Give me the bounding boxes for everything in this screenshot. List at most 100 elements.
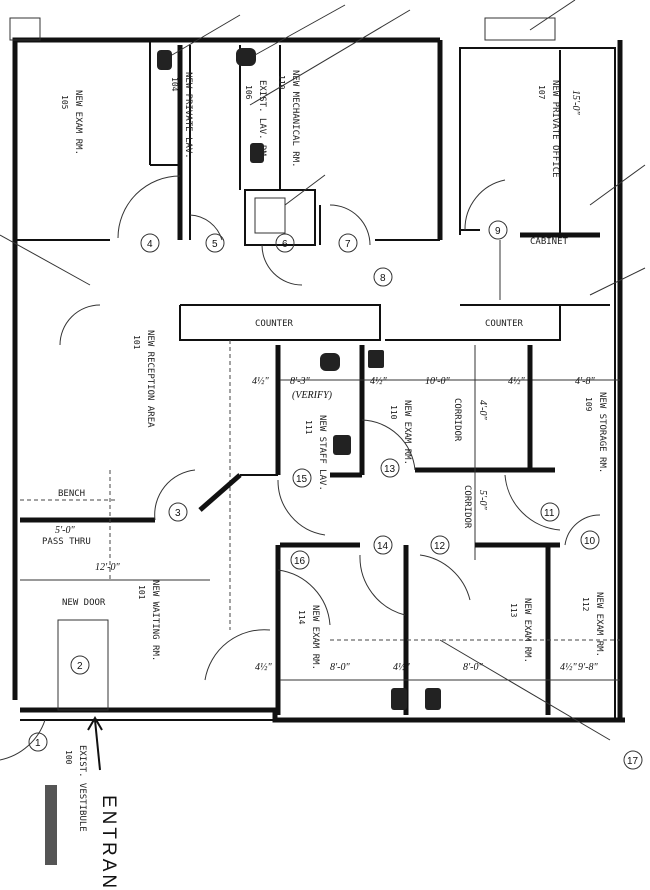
- sink-icon: [333, 435, 351, 455]
- door-tags: 1 2 3 4 5 6 7 8 9 10 11 12 13 14 15 16 1…: [28, 220, 643, 770]
- svg-text:CORRIDOR: CORRIDOR: [452, 398, 462, 442]
- middle-room-walls: [20, 340, 620, 630]
- svg-text:NEW STORAGE RM.: NEW STORAGE RM.: [597, 392, 607, 473]
- svg-text:4½": 4½": [393, 662, 411, 673]
- svg-text:110: 110: [389, 405, 398, 420]
- entrance-marker: ENTRANCE: [87, 716, 119, 890]
- door-tag: 3: [168, 502, 188, 522]
- toilet-icon: [320, 353, 340, 371]
- svg-text:112: 112: [581, 597, 590, 612]
- svg-text:16: 16: [294, 556, 306, 567]
- svg-text:100: 100: [64, 750, 73, 765]
- svg-text:NEW EXAM RM.: NEW EXAM RM.: [310, 605, 320, 670]
- toilet-icon: [157, 50, 172, 70]
- svg-text:4'-0": 4'-0": [477, 400, 488, 420]
- svg-text:EXIST. LAV. RM.: EXIST. LAV. RM.: [257, 80, 267, 161]
- room-waiting: NEW WAITING RM. 101: [137, 580, 160, 661]
- svg-text:4½": 4½": [560, 662, 578, 673]
- door-tag: 10: [580, 530, 600, 550]
- svg-text:NEW WAITING RM.: NEW WAITING RM.: [150, 580, 160, 661]
- svg-text:101: 101: [132, 335, 141, 350]
- svg-text:15: 15: [296, 474, 308, 485]
- svg-text:4½": 4½": [255, 662, 273, 673]
- room-lav-104: NEW PRIVATE LAV. 104: [170, 72, 193, 159]
- svg-text:9'-8": 9'-8": [578, 662, 598, 673]
- door-tag: 6: [275, 233, 295, 253]
- door-tag: 4: [140, 233, 160, 253]
- svg-text:104: 104: [170, 77, 179, 92]
- svg-text:15'-0": 15'-0": [570, 90, 581, 115]
- svg-text:4'-8": 4'-8": [575, 376, 595, 387]
- top-room-walls: [15, 40, 600, 300]
- door-tag: 12: [430, 535, 450, 555]
- svg-text:NEW DOOR: NEW DOOR: [62, 598, 106, 608]
- svg-text:NEW MECHANICAL RM.: NEW MECHANICAL RM.: [290, 70, 300, 168]
- room-exam-113: NEW EXAM RM. 113: [509, 598, 532, 663]
- svg-text:8'-3": 8'-3": [290, 376, 310, 387]
- dimensions: 8'-3" (VERIFY) 10'-0" 4'-8" 4½" 4½" 4½" …: [42, 237, 598, 673]
- door-tag: 5: [205, 233, 225, 253]
- door-tag: 11: [540, 502, 560, 522]
- room-staff-lav: NEW STAFF LAV. 111: [304, 415, 327, 491]
- svg-text:BENCH: BENCH: [58, 489, 85, 499]
- door-tag: 9: [488, 220, 508, 240]
- svg-text:EXIST. VESTIBULE: EXIST. VESTIBULE: [77, 745, 87, 832]
- counters: COUNTER COUNTER: [179, 304, 610, 341]
- leader-lines: [0, 0, 646, 296]
- svg-text:107: 107: [537, 85, 546, 100]
- svg-text:12: 12: [434, 541, 446, 552]
- svg-text:8'-0": 8'-0": [463, 662, 483, 673]
- room-mech-110: NEW MECHANICAL RM.110: [277, 70, 300, 168]
- svg-text:114: 114: [297, 610, 306, 625]
- svg-text:NEW EXAM RM.: NEW EXAM RM.: [73, 90, 83, 155]
- svg-text:NEW PRIVATE LAV.: NEW PRIVATE LAV.: [183, 72, 193, 159]
- door-tag: 7: [338, 233, 358, 253]
- svg-text:106: 106: [244, 85, 253, 100]
- svg-text:113: 113: [509, 603, 518, 618]
- room-lav-106: EXIST. LAV. RM. 106: [244, 80, 267, 161]
- fixtures: [45, 48, 441, 865]
- door-tag: 17: [623, 750, 643, 770]
- svg-text:4: 4: [147, 239, 153, 250]
- toilet-icon: [236, 48, 256, 66]
- svg-text:1: 1: [35, 738, 41, 749]
- svg-text:17: 17: [627, 756, 639, 767]
- svg-text:2: 2: [77, 661, 83, 672]
- door-tag: 16: [290, 550, 310, 570]
- door-tag: 13: [380, 458, 400, 478]
- svg-text:10: 10: [584, 536, 596, 547]
- bench-icon: [45, 785, 57, 865]
- sink-icon: [250, 143, 264, 163]
- svg-text:105: 105: [60, 95, 69, 110]
- svg-text:101: 101: [137, 585, 146, 600]
- svg-text:NEW STAFF LAV.: NEW STAFF LAV.: [317, 415, 327, 491]
- svg-text:CABINET: CABINET: [530, 237, 569, 247]
- svg-text:12'-0": 12'-0": [95, 562, 120, 573]
- svg-text:NEW EXAM RM.: NEW EXAM RM.: [594, 592, 604, 657]
- entrance-label: ENTRANCE: [98, 795, 119, 890]
- door-tag: 2: [70, 655, 90, 675]
- svg-text:NEW EXAM RM.: NEW EXAM RM.: [522, 598, 532, 663]
- svg-text:4½": 4½": [508, 376, 526, 387]
- room-exam-114: NEW EXAM RM. 114: [297, 605, 320, 670]
- svg-text:NEW PRIVATE OFFICE: NEW PRIVATE OFFICE: [550, 80, 560, 178]
- svg-text:6: 6: [282, 239, 288, 250]
- svg-text:NEW RECEPTION AREA: NEW RECEPTION AREA: [145, 330, 155, 428]
- room-labels: NEW EXAM RM.105 NEW PRIVATE LAV.104 EXIS…: [60, 70, 607, 832]
- svg-text:7: 7: [345, 239, 351, 250]
- outer-walls: [9, 17, 625, 723]
- room-exam-110: NEW EXAM RM.110: [389, 400, 412, 465]
- counter-label: COUNTER: [255, 319, 294, 329]
- door-tag: 15: [292, 468, 312, 488]
- svg-text:8: 8: [380, 273, 386, 284]
- room-office-107: NEW PRIVATE OFFICE 107 15'-0": [537, 80, 581, 178]
- room-exam-105: NEW EXAM RM. 105: [60, 90, 83, 155]
- svg-text:111: 111: [304, 420, 313, 435]
- counter-label: COUNTER: [485, 319, 524, 329]
- svg-text:PASS THRU: PASS THRU: [42, 537, 91, 547]
- svg-text:3: 3: [175, 508, 181, 519]
- room-reception: NEW RECEPTION AREA 101: [132, 330, 155, 428]
- room-vestibule: EXIST. VESTIBULE 100: [64, 745, 87, 832]
- svg-text:109: 109: [584, 397, 593, 412]
- room-exam-112: NEW EXAM RM. 112: [581, 592, 604, 657]
